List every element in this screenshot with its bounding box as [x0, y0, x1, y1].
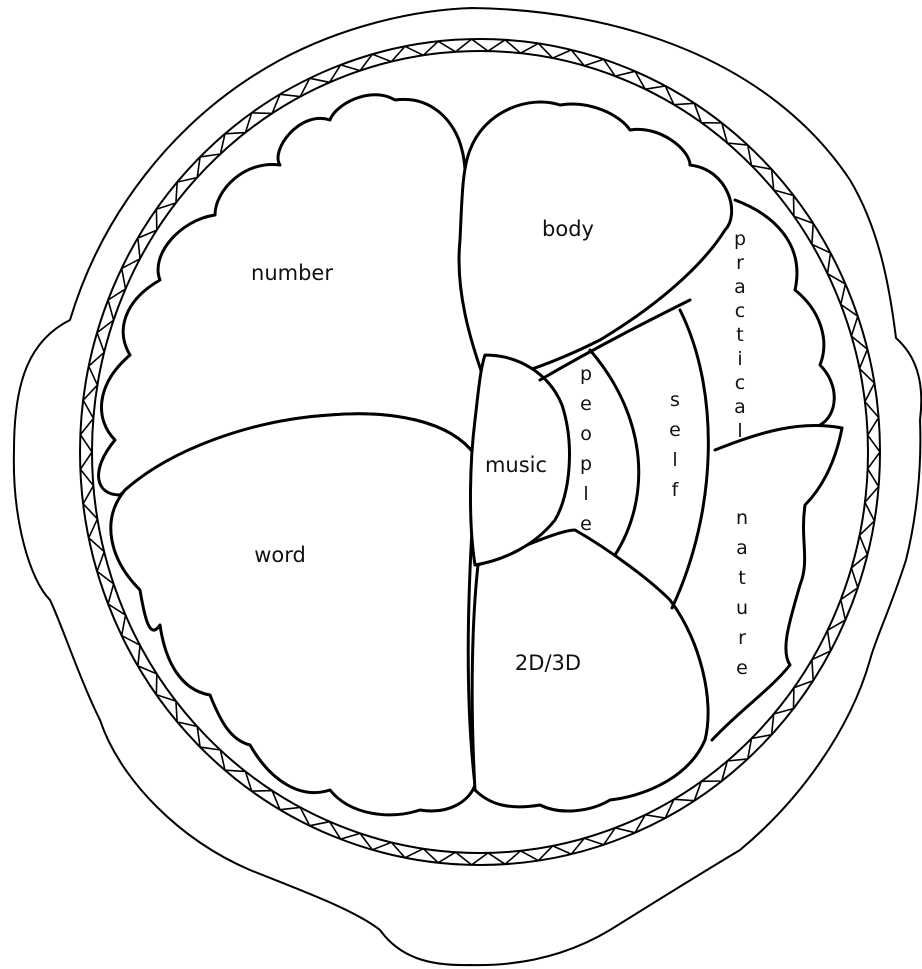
label-2d3d: 2D/3D — [515, 651, 581, 675]
region-body — [459, 102, 732, 382]
label-nature-letter: n — [736, 507, 748, 529]
label-word: word — [254, 543, 306, 567]
label-people-letter: e — [580, 513, 592, 535]
label-practical-letter: c — [735, 300, 745, 322]
label-practical-letter: c — [735, 372, 745, 394]
label-self-letter: f — [672, 479, 680, 501]
label-music: music — [485, 453, 547, 477]
label-nature-letter: a — [736, 537, 748, 559]
label-practical-letter: r — [736, 252, 744, 274]
label-self-letter: e — [669, 419, 681, 441]
label-practical-letter: a — [734, 396, 746, 418]
label-self-letter: l — [672, 449, 677, 471]
label-practical-letter: p — [734, 228, 746, 250]
divider-practical-nature — [715, 425, 842, 450]
label-people-letter: e — [580, 393, 592, 415]
label-people-letter: p — [580, 453, 592, 475]
label-people-letter: p — [580, 363, 592, 385]
label-body: body — [542, 217, 594, 241]
arc-nature-outer — [712, 428, 842, 740]
label-practical-letter: a — [734, 276, 746, 298]
label-nature-letter: e — [736, 657, 748, 679]
region-word — [111, 414, 475, 815]
label-nature-letter: r — [738, 627, 746, 649]
region-2d3d — [472, 530, 708, 811]
label-practical-letter: t — [736, 324, 743, 346]
arc-people-self — [590, 350, 639, 555]
label-practical-letter: l — [737, 420, 742, 442]
label-nature-letter: u — [736, 597, 748, 619]
label-people-letter: o — [580, 423, 592, 445]
label-people-letter: l — [583, 483, 588, 505]
label-practical-letter: i — [737, 348, 742, 370]
label-self-letter: s — [670, 389, 680, 411]
label-number: number — [251, 261, 333, 285]
label-nature-letter: t — [738, 567, 745, 589]
